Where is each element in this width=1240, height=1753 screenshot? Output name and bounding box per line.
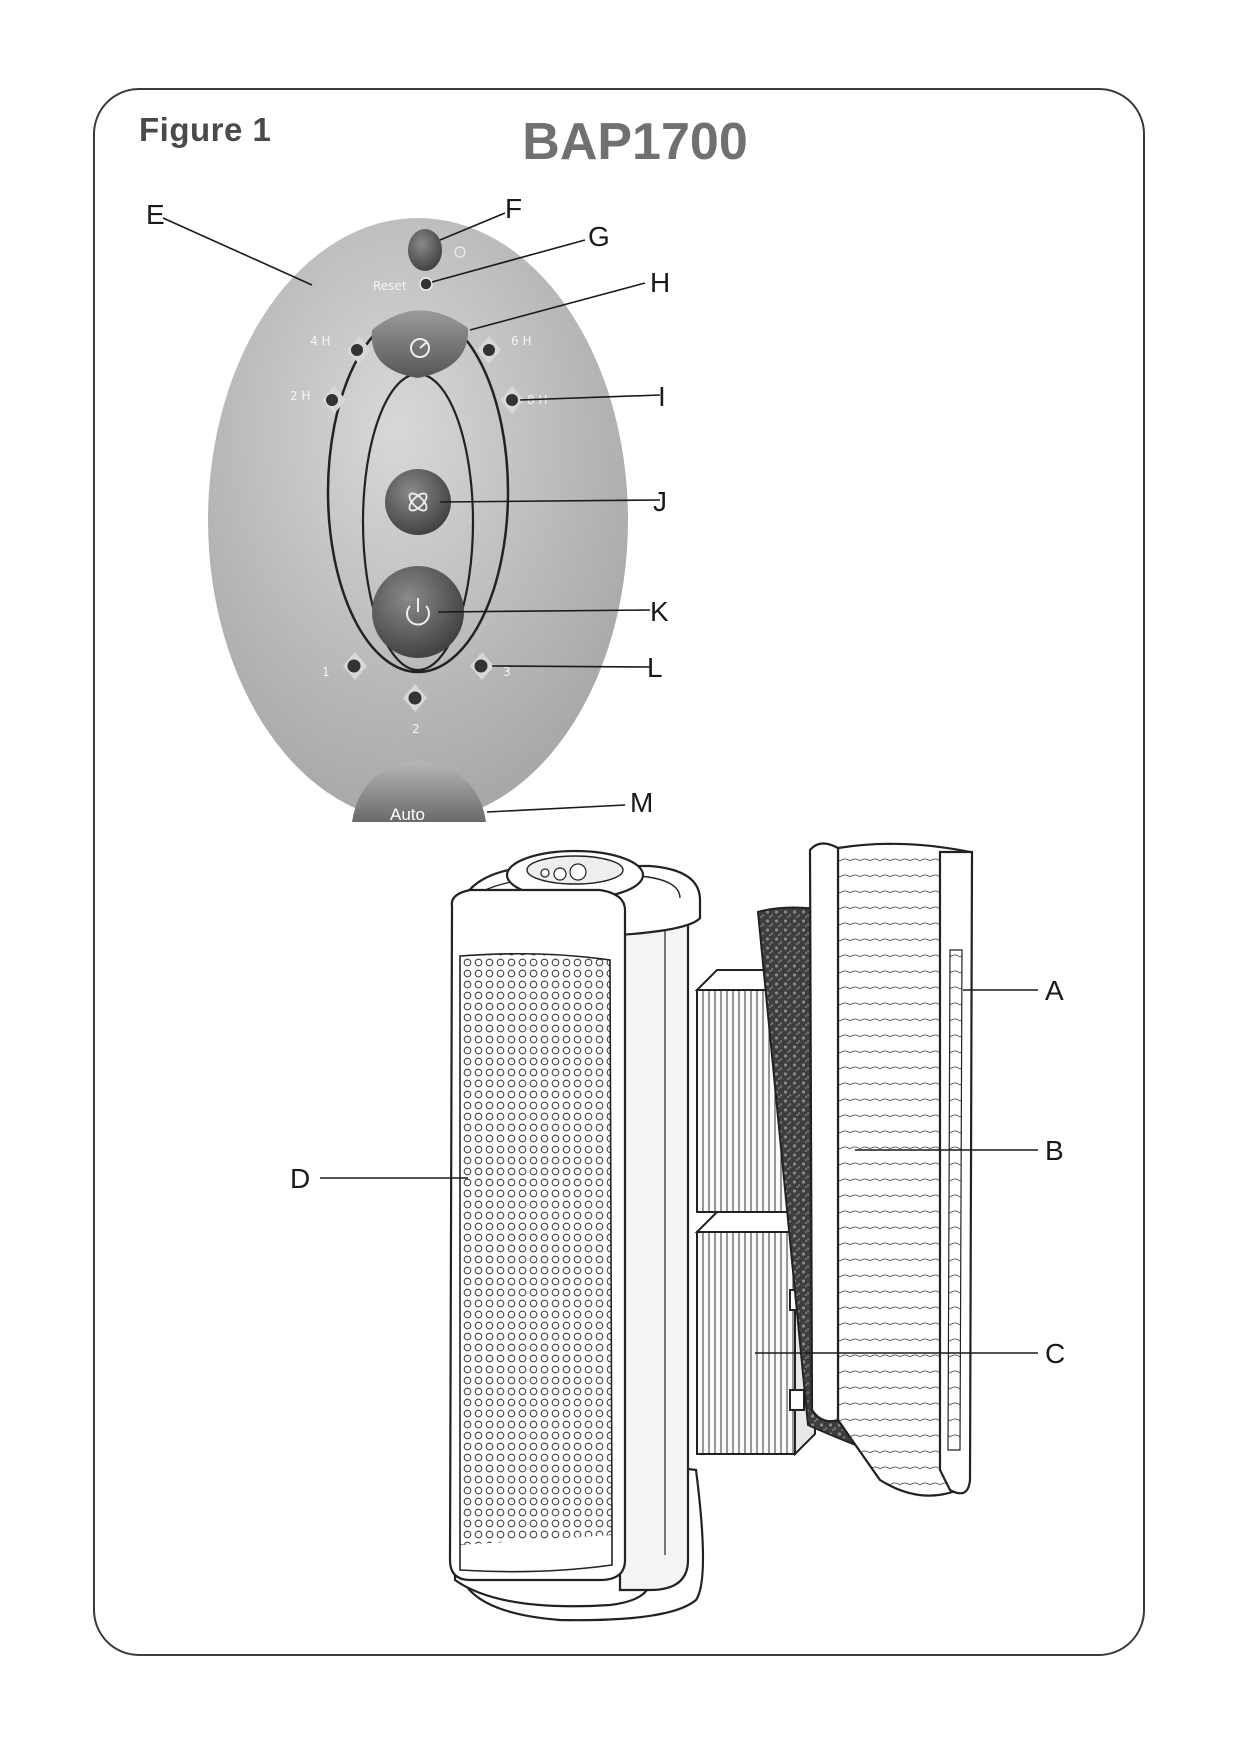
rear-housing — [808, 842, 974, 1497]
callout-h: H — [650, 267, 670, 298]
callout-j: J — [653, 486, 667, 517]
purifier-tower — [448, 849, 705, 1622]
callout-k: K — [650, 596, 669, 627]
reset-button[interactable] — [419, 277, 433, 291]
control-panel: Reset 4 H 6 H 2 H 8 H — [208, 218, 628, 824]
timer-icon — [410, 338, 430, 358]
callout-b: B — [1045, 1135, 1064, 1166]
speed-led-1 — [343, 652, 367, 680]
front-grille — [459, 952, 613, 1547]
callout-m: M — [630, 787, 653, 818]
auto-button[interactable] — [352, 760, 486, 822]
speed-led-2 — [403, 684, 427, 712]
timer-button[interactable] — [371, 310, 469, 378]
power-icon — [406, 598, 430, 626]
model-title: BAP1700 — [522, 113, 748, 171]
timer-label-6h: 6 H — [511, 334, 531, 348]
timer-label-2h: 2 H — [290, 389, 310, 403]
callout-lines — [162, 212, 1038, 1354]
timer-led-8h — [500, 386, 524, 414]
callout-e: E — [146, 199, 165, 230]
filter-indicator-knob[interactable] — [408, 229, 442, 271]
speed-label-2: 2 — [412, 722, 420, 736]
timer-led-4h — [347, 336, 371, 364]
speed-led-3 — [470, 652, 494, 680]
speed-label-3: 3 — [503, 665, 511, 679]
ionizer-icon — [408, 492, 428, 512]
callout-l: L — [647, 652, 663, 683]
ionizer-button[interactable] — [385, 469, 451, 535]
figure-label: Figure 1 — [139, 111, 272, 148]
callout-g: G — [588, 221, 610, 252]
check-icon — [454, 246, 466, 258]
callout-i: I — [658, 381, 666, 412]
speed-label-1: 1 — [322, 665, 330, 679]
figure-frame — [93, 88, 1145, 1656]
callout-f: F — [505, 193, 522, 224]
timer-led-6h — [477, 336, 501, 364]
callout-d: D — [290, 1163, 310, 1194]
auto-label: Auto — [390, 805, 425, 824]
timer-led-2h — [322, 386, 346, 414]
reset-label: Reset — [373, 279, 407, 293]
timer-label-4h: 4 H — [310, 334, 330, 348]
callout-c: C — [1045, 1338, 1065, 1369]
callout-a: A — [1045, 975, 1064, 1006]
